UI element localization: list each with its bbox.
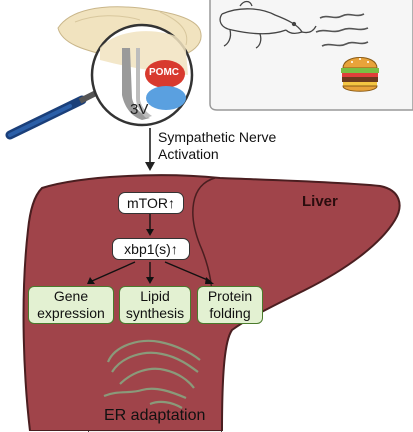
mouse-icon xyxy=(219,0,317,49)
output-line1: Protein xyxy=(207,288,253,304)
mtor-label: mTOR xyxy=(127,195,168,211)
mtor-node: mTOR↑ xyxy=(118,192,184,214)
xbp1-label: xbp1(s) xyxy=(124,241,171,257)
output-gene-expression: Gene expression xyxy=(28,286,114,324)
signal-label-line1: Sympathetic Nerve xyxy=(158,129,277,145)
output-lipid-synthesis: Lipid synthesis xyxy=(119,286,191,324)
signal-label-line2: Activation xyxy=(158,146,219,162)
mouse-panel xyxy=(209,0,413,111)
mtor-up-arrow-icon: ↑ xyxy=(167,195,175,211)
xbp1-node: xbp1(s)↑ xyxy=(112,238,190,260)
burger-icon xyxy=(341,57,379,92)
er-adaptation-label: ER adaptation xyxy=(104,407,206,424)
magnifier-icon xyxy=(5,23,194,140)
output-line2: expression xyxy=(37,305,105,321)
output-line2: synthesis xyxy=(125,305,185,321)
output-protein-folding: Protein folding xyxy=(197,286,263,324)
pomc-label: POMC xyxy=(149,67,179,78)
output-line2: folding xyxy=(209,305,251,321)
liver-label: Liver xyxy=(302,193,338,210)
signal-label: Sympathetic Nerve Activation xyxy=(158,129,276,163)
er-membrane-icon xyxy=(103,339,201,409)
xbp1-up-arrow-icon: ↑ xyxy=(170,241,178,257)
pomc-neuron xyxy=(145,60,185,88)
output-line1: Gene xyxy=(53,288,89,304)
scent-lines-icon xyxy=(315,13,369,47)
output-line1: Lipid xyxy=(140,288,170,304)
region-label-3v: 3V xyxy=(130,101,149,118)
blue-nucleus xyxy=(146,86,186,110)
